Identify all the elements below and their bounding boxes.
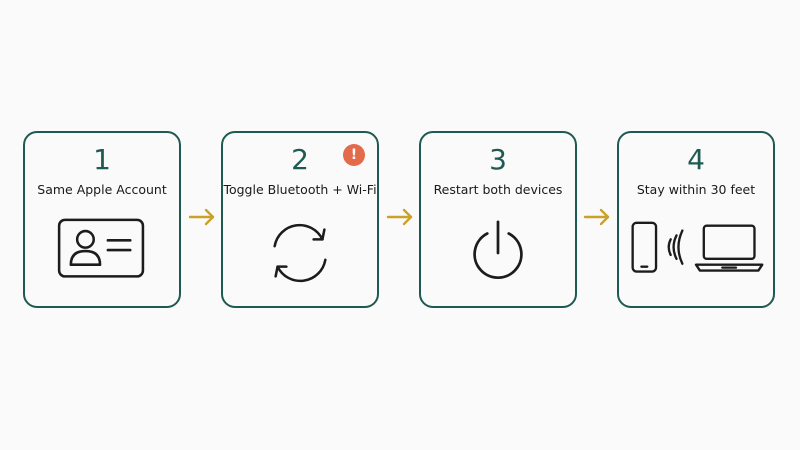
flow-arrow-3 — [582, 207, 612, 227]
step-4-card: 4 Stay within 30 feet — [617, 131, 775, 308]
flow-arrow-2 — [385, 207, 415, 227]
step-2-card: 2 ! Toggle Bluetooth + Wi-Fi — [221, 131, 379, 308]
step-3-label: Restart both devices — [433, 182, 563, 197]
step-3-card: 3 Restart both devices — [419, 131, 577, 308]
step-2-number: 2 — [291, 143, 309, 176]
power-icon — [473, 220, 523, 279]
alert-badge: ! — [343, 144, 365, 166]
step-1-card: 1 Same Apple Account — [23, 131, 181, 308]
step-4-number: 4 — [687, 143, 705, 176]
flow-arrow-1 — [187, 207, 217, 227]
refresh-icon — [273, 223, 327, 283]
id-card-icon — [57, 218, 145, 278]
phone-signal-laptop-icon — [631, 221, 764, 273]
step-2-label: Toggle Bluetooth + Wi-Fi — [223, 182, 377, 197]
step-1-label: Same Apple Account — [37, 182, 167, 197]
step-1-number: 1 — [93, 143, 111, 176]
step-4-label: Stay within 30 feet — [636, 182, 756, 197]
step-3-number: 3 — [489, 143, 507, 176]
